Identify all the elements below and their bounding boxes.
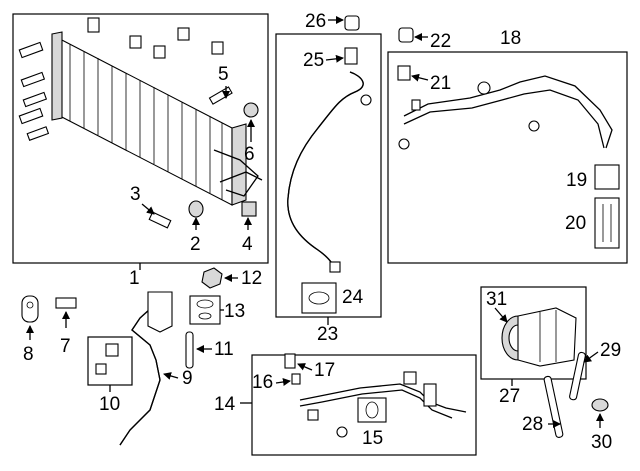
callout-15: 15 [362, 428, 383, 449]
callout-20: 20 [565, 213, 586, 234]
liquid-line-14-box [251, 354, 477, 456]
cap-26[interactable] [344, 15, 360, 31]
nut-30[interactable] [591, 398, 609, 412]
nut-12[interactable] [201, 267, 223, 289]
callout-6: 6 [244, 144, 255, 165]
callout-29: 29 [600, 340, 621, 361]
bracket-8[interactable] [21, 295, 39, 323]
callout-3: 3 [130, 184, 141, 205]
callout-28: 28 [522, 414, 543, 435]
bolt-7[interactable] [55, 297, 77, 309]
line-assembly-18-box [387, 51, 628, 264]
callout-11: 11 [214, 339, 234, 360]
hose-9-illustration[interactable] [119, 291, 173, 446]
stud-29[interactable] [569, 351, 586, 401]
callout-5: 5 [218, 64, 229, 85]
switch-17[interactable] [284, 353, 296, 369]
grommet-2[interactable] [188, 200, 204, 218]
oring-24[interactable] [301, 282, 337, 314]
callout-1: 1 [129, 268, 140, 289]
callout-12: 12 [241, 268, 262, 289]
stud-28[interactable] [543, 375, 564, 438]
callout-10: 10 [99, 394, 120, 415]
nut-6[interactable] [243, 102, 259, 118]
switch-25[interactable] [344, 47, 358, 65]
cap-16[interactable] [291, 373, 301, 385]
callout-26: 26 [305, 11, 326, 32]
condenser-bolts[interactable] [18, 41, 50, 141]
bracket-4[interactable] [241, 201, 257, 217]
bolt-kit-10[interactable] [105, 343, 119, 357]
callout-22: 22 [430, 31, 451, 52]
line-assembly-18-illustration[interactable] [398, 75, 613, 150]
condenser-brackets[interactable] [87, 17, 224, 59]
callout-24: 24 [342, 287, 364, 308]
compressor-31-illustration[interactable] [501, 307, 577, 367]
pin-11[interactable] [185, 331, 194, 369]
callout-23: 23 [317, 324, 338, 345]
callout-8: 8 [23, 344, 34, 365]
callout-31: 31 [486, 289, 507, 310]
callout-4: 4 [242, 234, 253, 255]
callout-21: 21 [430, 73, 451, 94]
seal-20[interactable] [594, 197, 620, 249]
oring-19[interactable] [594, 164, 620, 190]
callout-14: 14 [214, 394, 236, 415]
bolt-3[interactable] [148, 211, 172, 229]
callout-2: 2 [190, 234, 201, 255]
switch-21[interactable] [397, 65, 411, 81]
liquid-line-14-illustration[interactable] [299, 371, 467, 438]
cap-22[interactable] [398, 27, 414, 43]
callout-19: 19 [566, 170, 587, 191]
callout-16: 16 [252, 372, 273, 393]
pin-5[interactable] [208, 86, 233, 105]
compressor-27-box [480, 286, 587, 380]
callout-9: 9 [182, 368, 193, 389]
hose-23-illustration[interactable] [287, 71, 372, 273]
callout-13: 13 [224, 301, 245, 322]
callout-17: 17 [314, 360, 335, 381]
callout-18: 18 [500, 28, 521, 49]
condenser-illustration[interactable] [51, 31, 263, 206]
callout-30: 30 [591, 432, 612, 453]
callout-7: 7 [60, 336, 71, 357]
callout-25: 25 [303, 50, 324, 71]
callout-27: 27 [499, 386, 520, 407]
